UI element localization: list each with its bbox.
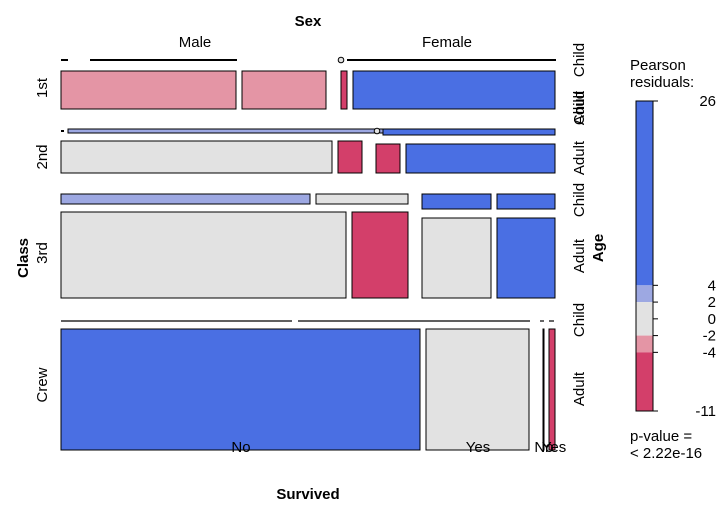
tile-crew-female-adult-no xyxy=(542,328,545,451)
sex-level-female: Female xyxy=(422,34,472,51)
tile-3rd-female-adult-yes xyxy=(496,217,556,299)
legend-segment-negative-strong xyxy=(636,352,653,411)
tile-2nd-female-adult-yes xyxy=(405,143,556,174)
tile-crew-female-adult-yes xyxy=(548,328,556,451)
age-variable-label: Age xyxy=(590,234,607,262)
survived-variable-label: Survived xyxy=(276,486,339,503)
tile-3rd-male-adult-yes xyxy=(351,211,409,299)
class-level-2nd: 2nd xyxy=(34,144,51,169)
tile-2nd-female-child-yes xyxy=(382,128,556,136)
legend-tick-label: 26 xyxy=(699,93,716,110)
survived-level-yes-female: Yes xyxy=(542,439,566,456)
legend-segment-negative-weak xyxy=(636,335,653,353)
age-level-child-crew: Child xyxy=(571,303,588,337)
sex-variable-label: Sex xyxy=(295,13,322,30)
legend-tick-label: 2 xyxy=(708,294,716,311)
tile-crew-male-adult-no xyxy=(60,328,421,451)
legend-tick-label: 0 xyxy=(708,311,716,328)
survived-level-no-male: No xyxy=(231,439,250,456)
survived-level-yes-male: Yes xyxy=(466,439,490,456)
legend-segment-positive-strong xyxy=(636,101,653,286)
tile-3rd-female-adult-no xyxy=(421,217,492,299)
age-level-adult-3rd: Adult xyxy=(571,238,588,273)
age-level-child-3rd: Child xyxy=(571,183,588,217)
legend-tick-label: -11 xyxy=(695,403,716,420)
legend-tick-label: 4 xyxy=(708,277,716,294)
tile-2nd-male-adult-no xyxy=(60,140,333,174)
tile-1st-male-adult-yes xyxy=(241,70,327,110)
tile-crew-male-adult-yes xyxy=(425,328,530,451)
tile-2nd-female-adult-no xyxy=(375,143,401,174)
tile-2nd-female-child-no xyxy=(373,127,381,135)
tile-1st-female-child-no xyxy=(337,56,345,64)
tile-3rd-male-adult-no xyxy=(60,211,347,299)
age-level-child-2nd: Child xyxy=(571,91,588,125)
class-level-crew: Crew xyxy=(34,367,51,402)
tile-1st-female-adult-no xyxy=(340,70,348,110)
mosaic-tiles xyxy=(60,56,556,451)
legend-color-bar xyxy=(635,100,654,412)
age-level-adult-crew: Adult xyxy=(571,371,588,406)
tile-1st-male-adult-no xyxy=(60,70,237,110)
tile-3rd-female-child-yes xyxy=(496,193,556,210)
legend-segment-positive-weak xyxy=(636,285,653,303)
tile-1st-female-adult-yes xyxy=(352,70,556,110)
tile-3rd-male-child-yes xyxy=(315,193,409,205)
tile-2nd-male-child-yes xyxy=(67,128,401,134)
sex-level-male: Male xyxy=(179,34,212,51)
legend-segment-neutral xyxy=(636,302,653,336)
age-level-adult-1st: Adult xyxy=(571,90,588,125)
class-level-1st: 1st xyxy=(34,77,51,98)
tile-2nd-male-adult-yes xyxy=(337,140,363,174)
tile-3rd-male-child-no xyxy=(60,193,311,205)
p-value-label: p-value =< 2.22e-16 xyxy=(630,428,702,462)
age-level-adult-2nd: Adult xyxy=(571,140,588,175)
age-level-child-1st: Child xyxy=(571,43,588,77)
class-variable-label: Class xyxy=(15,238,32,278)
legend-tick-label: -2 xyxy=(703,328,716,345)
survived-level-no-female: No xyxy=(534,439,553,456)
tile-3rd-female-child-no xyxy=(421,193,492,210)
class-level-3rd: 3rd xyxy=(34,242,51,264)
legend-tick-label: -4 xyxy=(703,344,716,361)
legend-ticks: 26 420-2-4 -11 xyxy=(653,93,716,420)
legend-bar-frame xyxy=(635,100,654,412)
